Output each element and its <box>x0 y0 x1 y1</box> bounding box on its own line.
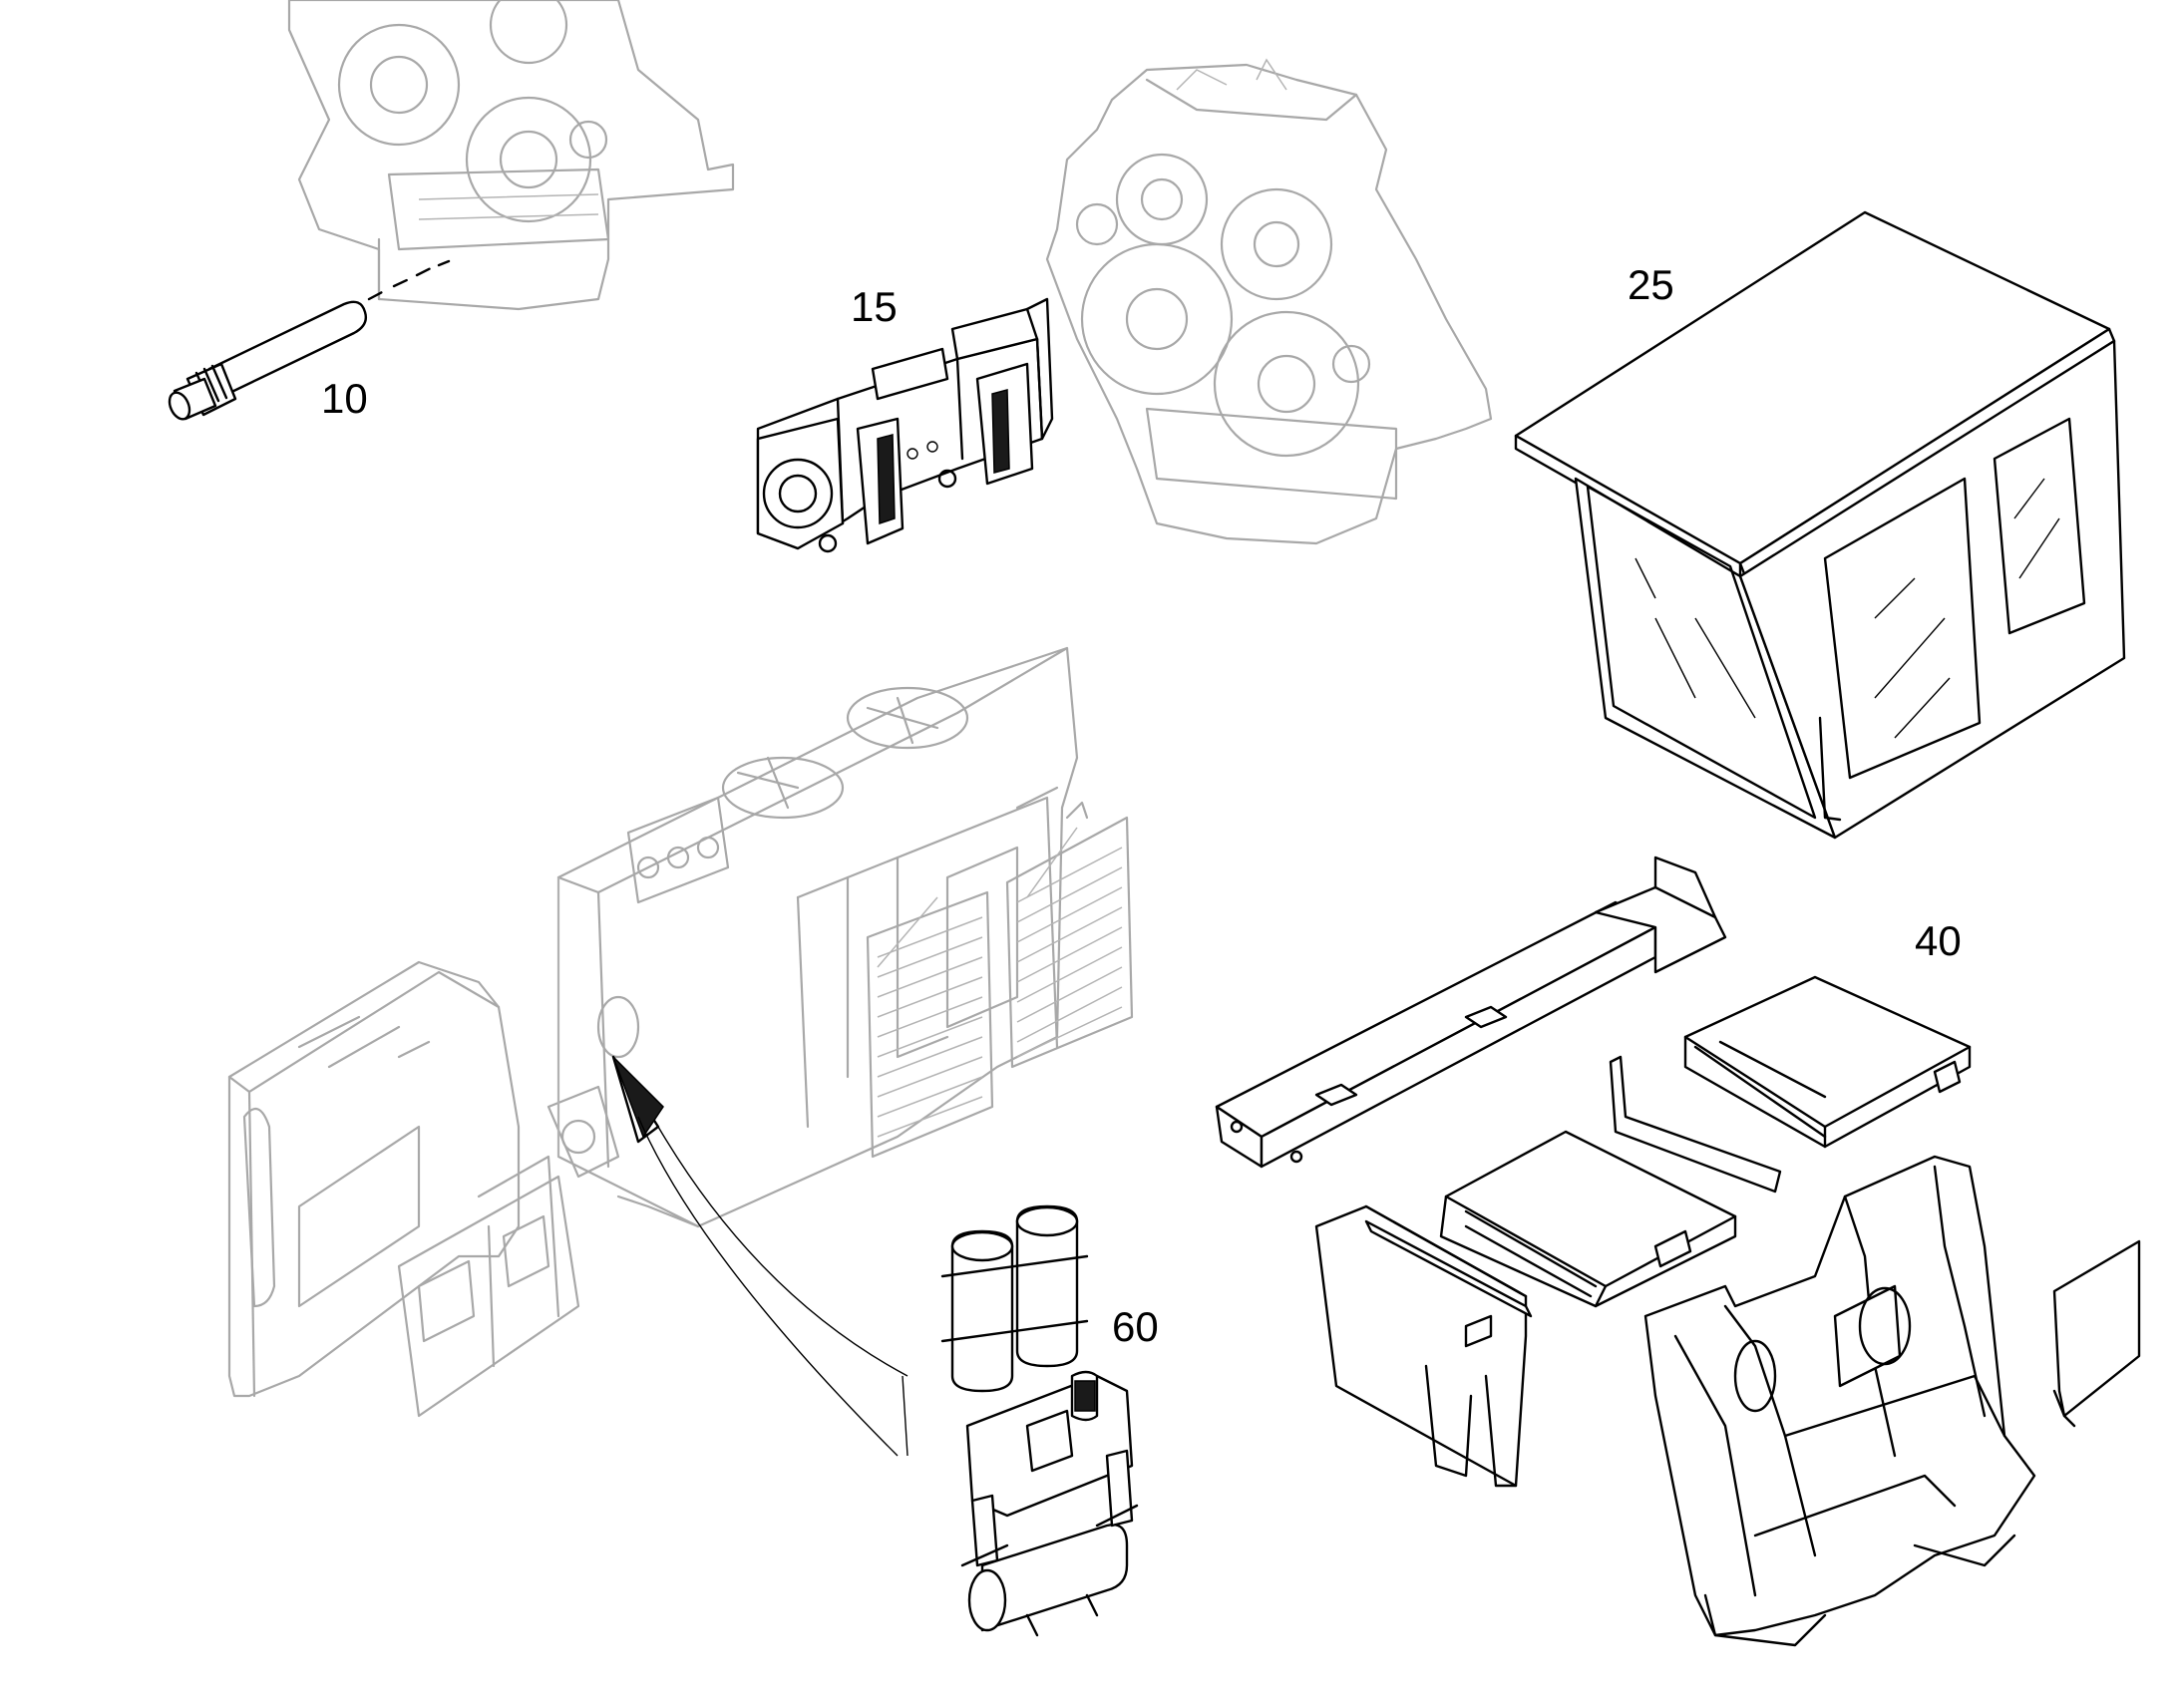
context-cabin-frame <box>227 960 580 1418</box>
context-gearbox-top-center <box>1045 58 1493 545</box>
context-gearbox-top-left <box>287 0 735 311</box>
part-40-body-panels <box>1215 855 2141 1647</box>
callout-40: 40 <box>1915 917 1962 964</box>
callout-labels: 10 15 25 40 60 <box>321 261 1962 1350</box>
context-louvre-grilles <box>866 801 1134 1159</box>
part-10-sensor-plug <box>168 259 451 421</box>
part-25-operator-cab <box>1514 210 2126 840</box>
callout-60: 60 <box>1112 1303 1159 1350</box>
context-main-frame <box>546 646 1079 1228</box>
callout-15: 15 <box>851 283 898 330</box>
part-60-air-compressor-assembly <box>940 1204 1139 1637</box>
leader-lines-to-part-60 <box>611 1055 908 1457</box>
callout-10: 10 <box>321 375 368 422</box>
part-15-hydraulic-pump <box>756 297 1054 553</box>
callout-25: 25 <box>1628 261 1674 308</box>
